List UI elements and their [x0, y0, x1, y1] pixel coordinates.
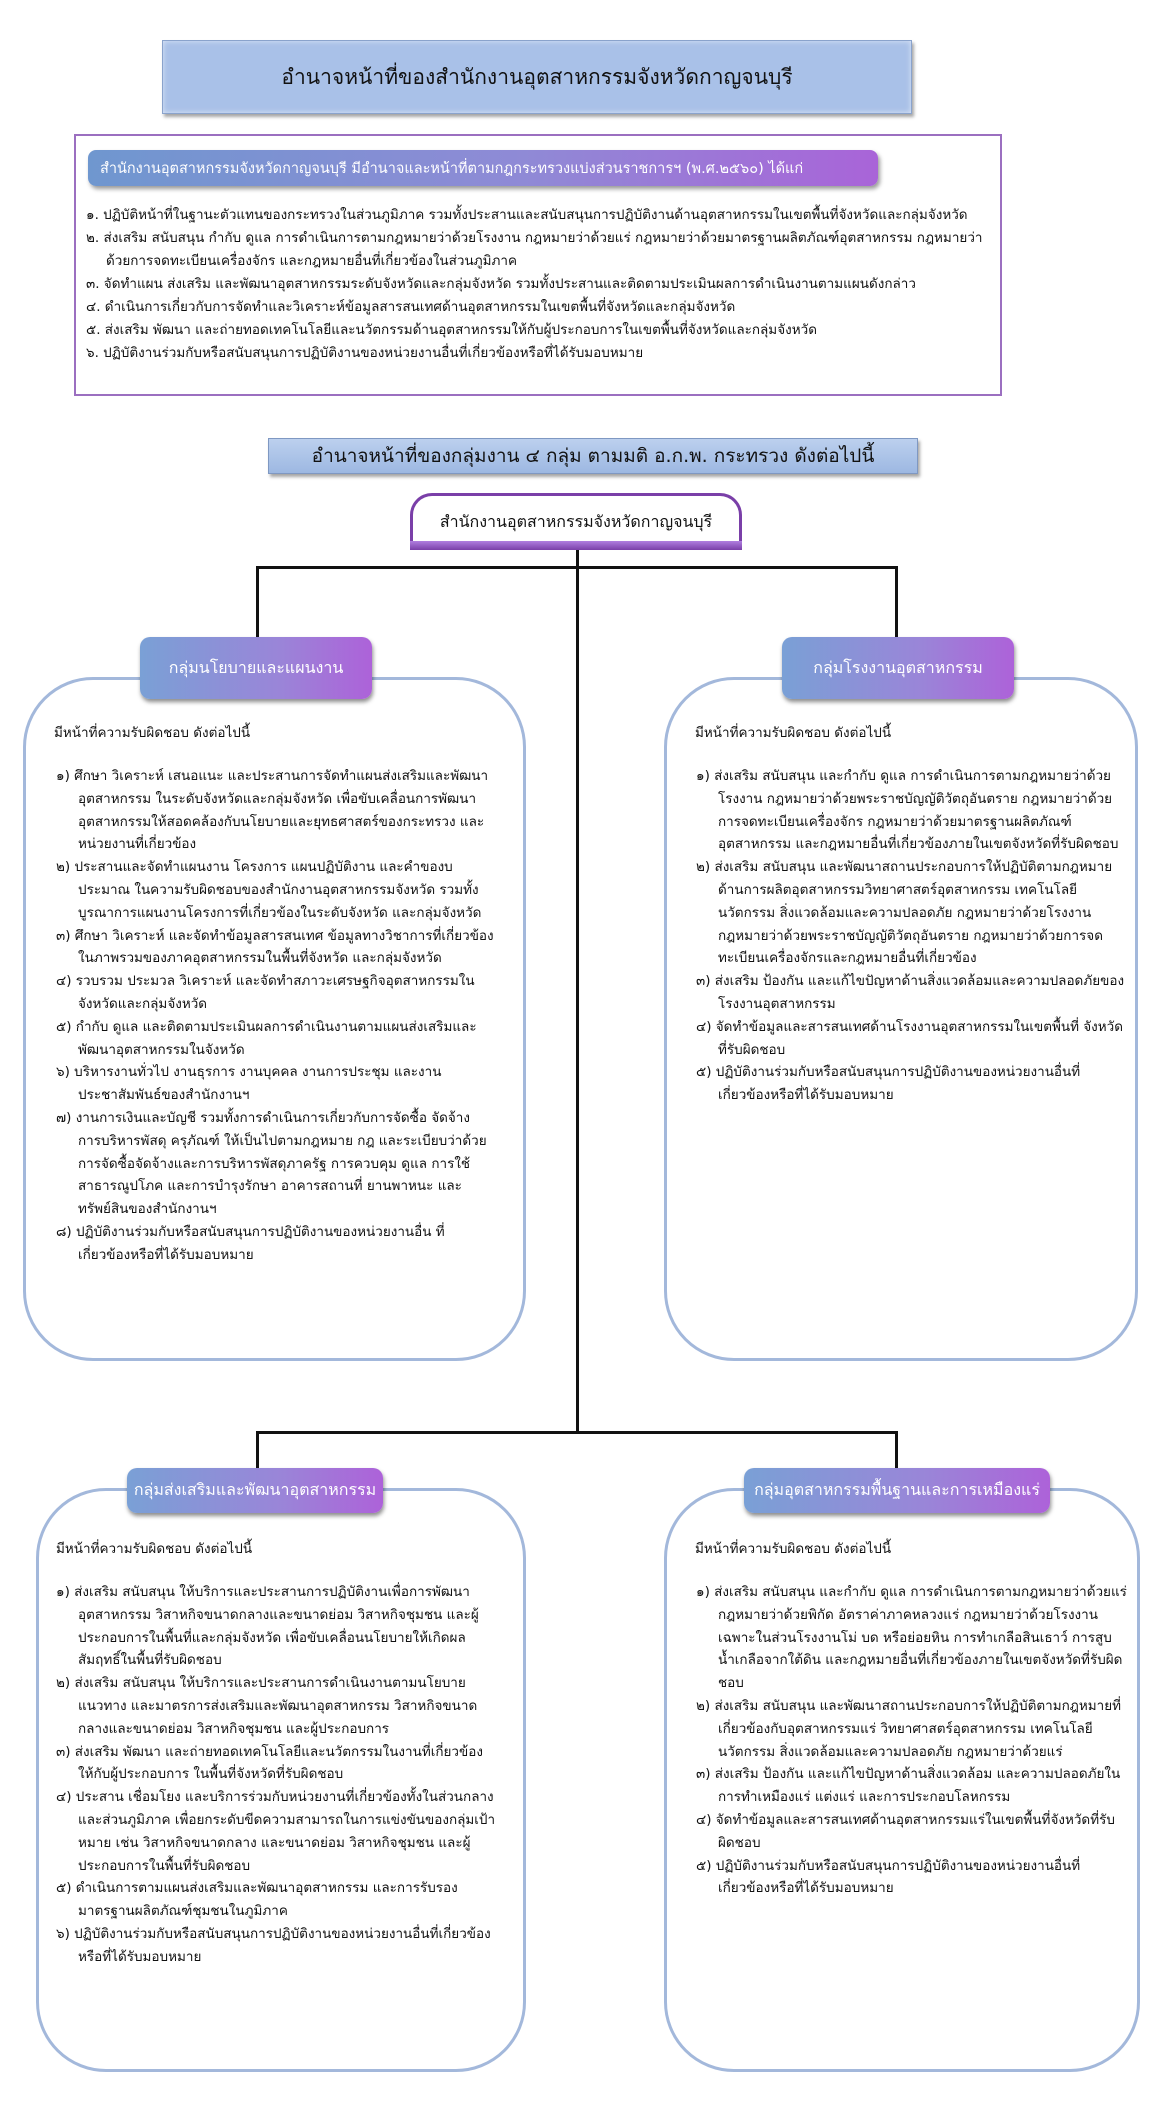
group-duty-item: ๘) ปฏิบัติงานร่วมกับหรือสนับสนุนการปฏิบั… [56, 1223, 445, 1263]
groups-banner: อำนาจหน้าที่ของกลุ่มงาน ๔ กลุ่ม ตามมติ อ… [268, 438, 918, 474]
group-duty-item: ๒) ส่งเสริม สนับสนุน ให้บริการและประสานก… [56, 1675, 478, 1737]
group-duty-item: ๔) รวบรวม ประมวล วิเคราะห์ และจัดทำสภาวะ… [56, 973, 475, 1012]
group-duty-item: ๖) ปฏิบัติงานร่วมกับหรือสนับสนุนการปฏิบั… [56, 1925, 491, 1965]
group-duty-item: ๗) งานการเงินและบัญชี รวมทั้งการดำเนินกา… [56, 1109, 487, 1218]
group-duty-item: ๑) ส่งเสริม สนับสนุน ให้บริการและประสานก… [56, 1584, 479, 1669]
office-duty-item: ๕. ส่งเสริม พัฒนา และถ่ายทอดเทคโนโลยีและ… [86, 322, 817, 338]
group-intro: มีหน้าที่ความรับผิดชอบ ดังต่อไปนี้ [695, 725, 892, 741]
connector-trunk [576, 550, 579, 1434]
office-duty-item: ๓. จัดทำแผน ส่งเสริม และพัฒนาอุตสาหกรรมร… [86, 276, 916, 292]
office-duties-list: ๑. ปฏิบัติหน้าที่ในฐานะตัวแทนของกระทรวงใ… [86, 204, 996, 365]
group-header-policy: กลุ่มนโยบายและแผนงาน [140, 637, 372, 699]
office-duty-item: ๖. ปฏิบัติงานร่วมกับหรือสนับสนุนการปฏิบั… [86, 345, 644, 361]
group-duty-item: ๒) ส่งเสริม สนับสนุน และพัฒนาสถานประกอบก… [696, 1697, 1122, 1760]
group-duty-item: ๒) ส่งเสริม สนับสนุน และพัฒนาสถานประกอบก… [696, 859, 1113, 967]
office-duty-item: ๔. ดำเนินการเกี่ยวกับการจัดทำและวิเคราะห… [86, 299, 736, 315]
group-duty-item: ๔) จัดทำข้อมูลและสารสนเทศด้านโรงงานอุตสา… [696, 1018, 1124, 1058]
group-duty-item: ๔) จัดทำข้อมูลและสารสนเทศด้านอุตสาหกรรมแ… [696, 1811, 1115, 1851]
group-panel-mining [664, 1488, 1140, 2072]
office-duty-item: ๑. ปฏิบัติหน้าที่ในฐานะตัวแทนของกระทรวงใ… [86, 207, 968, 223]
group-duty-item: ๔) ประสาน เชื่อมโยง และบริการร่วมกับหน่ว… [56, 1789, 496, 1874]
group-duty-item: ๕) ดำเนินการตามแผนส่งเสริมและพัฒนาอุตสาห… [56, 1880, 458, 1920]
group-duty-item: ๓) ส่งเสริม พัฒนา และถ่ายทอดเทคโนโลยีและ… [56, 1743, 483, 1783]
group-panel-promotion [36, 1488, 526, 2072]
office-duties-heading: สำนักงานอุตสาหกรรมจังหวัดกาญจนบุรี มีอำน… [88, 150, 878, 186]
page-title: อำนาจหน้าที่ของสำนักงานอุตสาหกรรมจังหวัด… [162, 40, 912, 114]
group-duty-list: ๑) ส่งเสริม สนับสนุน และกำกับ ดูแล การดำ… [696, 765, 1126, 1107]
group-duty-item: ๒) ประสานและจัดทำแผนงาน โครงการ แผนปฏิบั… [56, 859, 482, 921]
group-duty-item: ๕) ปฏิบัติงานร่วมกับหรือสนับสนุนการปฏิบั… [696, 1064, 1081, 1104]
group-duty-item: ๕) ปฏิบัติงานร่วมกับหรือสนับสนุนการปฏิบั… [696, 1857, 1081, 1897]
connector-top-right [895, 566, 898, 638]
connector-top-horizontal [256, 566, 898, 569]
group-intro: มีหน้าที่ความรับผิดชอบ ดังต่อไปนี้ [56, 1541, 253, 1557]
connector-bottom-horizontal [256, 1431, 898, 1434]
group-duty-item: ๕) กำกับ ดูแล และติดตามประเมินผลการดำเนิ… [56, 1018, 477, 1058]
group-duty-item: ๓) ศึกษา วิเคราะห์ และจัดทำข้อมูลสารสนเท… [56, 927, 494, 967]
group-duty-item: ๑) ส่งเสริม สนับสนุน และกำกับ ดูแล การดำ… [696, 768, 1119, 853]
group-duty-item: ๑) ส่งเสริม สนับสนุน และกำกับ ดูแล การดำ… [696, 1584, 1127, 1692]
group-duty-list: ๑) ส่งเสริม สนับสนุน ให้บริการและประสานก… [56, 1581, 496, 1969]
office-duty-item: ๒. ส่งเสริม สนับสนุน กำกับ ดูแล การดำเนิ… [86, 230, 983, 269]
root-node-base [410, 541, 742, 550]
group-intro: มีหน้าที่ความรับผิดชอบ ดังต่อไปนี้ [54, 725, 251, 741]
connector-bottom-right [895, 1431, 898, 1469]
group-duty-item: ๖) บริหารงานทั่วไป งานธุรการ งานบุคคล งา… [56, 1064, 442, 1104]
group-duty-list: ๑) ศึกษา วิเคราะห์ เสนอแนะ และประสานการจ… [56, 765, 496, 1267]
group-duty-item: ๓) ส่งเสริม ป้องกัน และแก้ไขปัญหาด้านสิ่… [696, 1766, 1121, 1806]
root-node: สำนักงานอุตสาหกรรมจังหวัดกาญจนบุรี [410, 493, 742, 549]
group-header-factory: กลุ่มโรงงานอุตสาหกรรม [782, 637, 1014, 699]
group-header-mining: กลุ่มอุตสาหกรรมพื้นฐานและการเหมืองแร่ [744, 1468, 1050, 1513]
connector-bottom-left [256, 1431, 259, 1469]
group-duty-item: ๓) ส่งเสริม ป้องกัน และแก้ไขปัญหาด้านสิ่… [696, 973, 1125, 1012]
group-header-promotion: กลุ่มส่งเสริมและพัฒนาอุตสาหกรรม [127, 1468, 383, 1513]
group-duty-list: ๑) ส่งเสริม สนับสนุน และกำกับ ดูแล การดำ… [696, 1581, 1128, 1900]
group-duty-item: ๑) ศึกษา วิเคราะห์ เสนอแนะ และประสานการจ… [56, 768, 489, 853]
group-panel-factory [664, 677, 1138, 1361]
connector-top-left [256, 566, 259, 638]
office-duties-frame [74, 134, 1002, 396]
group-intro: มีหน้าที่ความรับผิดชอบ ดังต่อไปนี้ [695, 1541, 892, 1557]
